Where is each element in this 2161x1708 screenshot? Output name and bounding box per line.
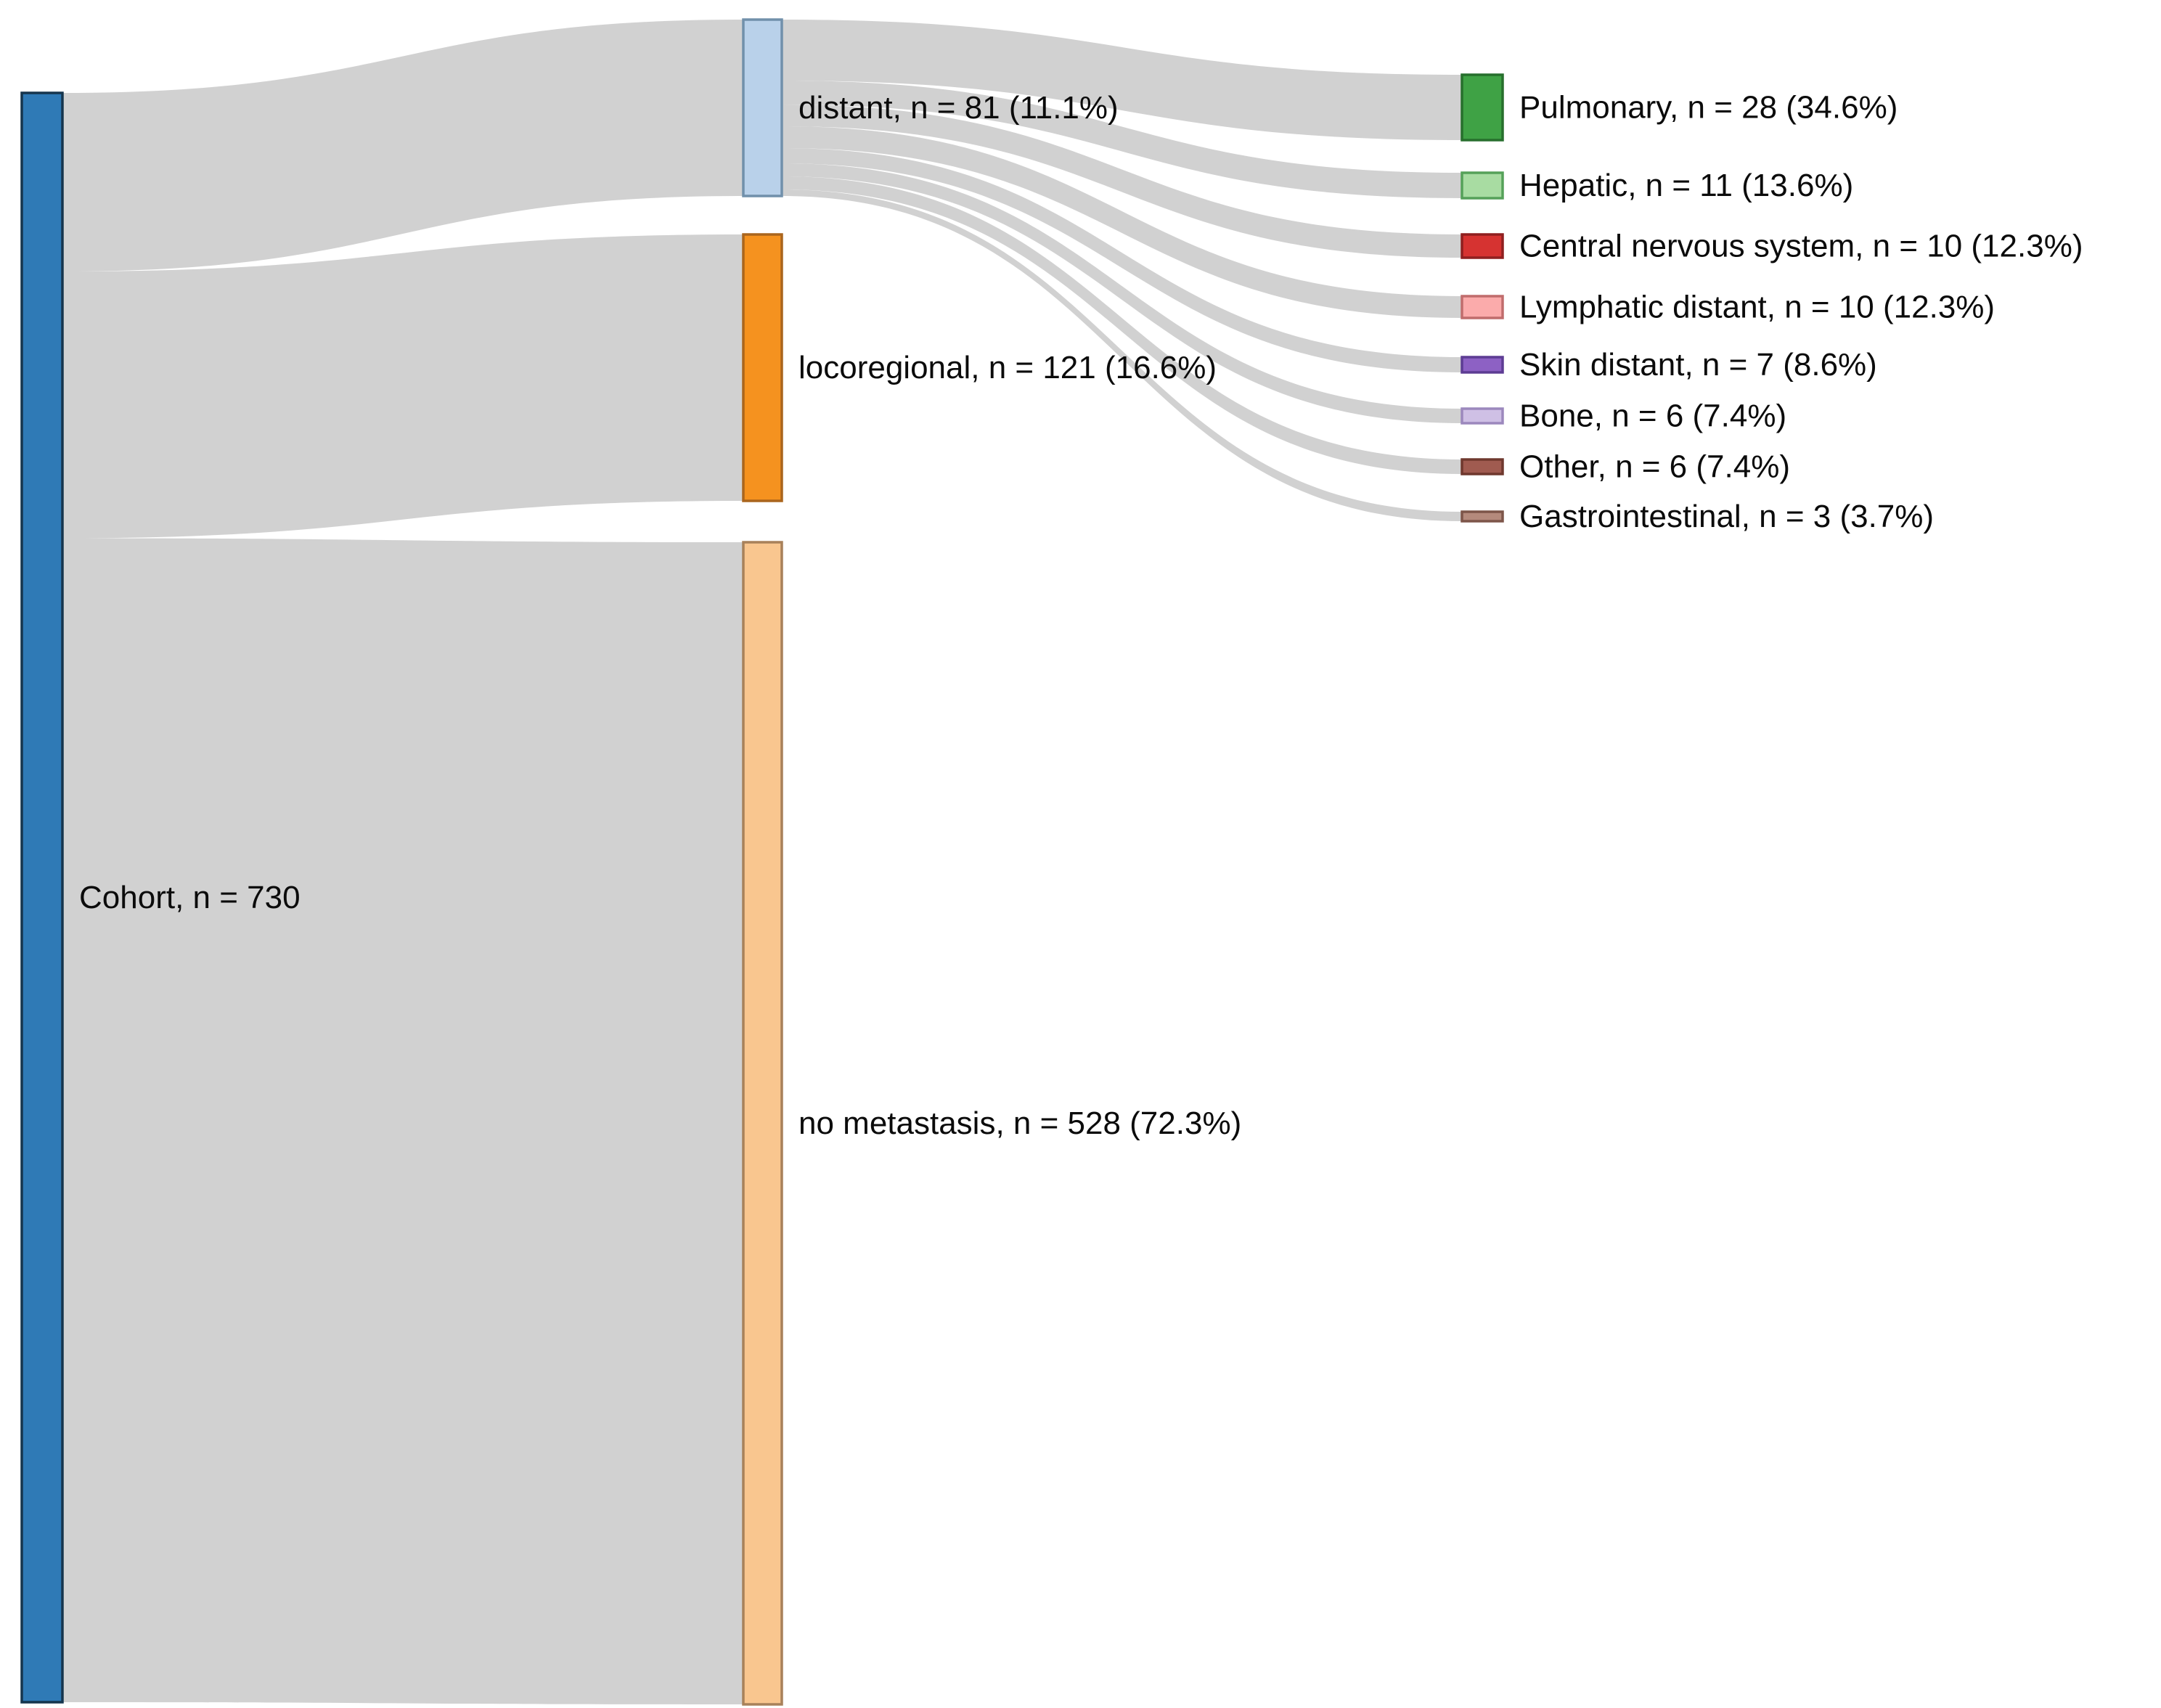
node-distant bbox=[742, 18, 783, 197]
node-no_metastasis bbox=[742, 541, 783, 1706]
node-label-cohort: Cohort, n = 730 bbox=[79, 880, 301, 915]
node-locoregional bbox=[742, 233, 783, 502]
node-other bbox=[1461, 458, 1504, 475]
node-skin_distant bbox=[1461, 356, 1504, 374]
node-label-distant: distant, n = 81 (11.1%) bbox=[798, 90, 1119, 126]
node-cohort bbox=[20, 91, 64, 1704]
node-label-skin_distant: Skin distant, n = 7 (8.6%) bbox=[1519, 347, 1877, 383]
node-label-gastrointestinal: Gastrointestinal, n = 3 (3.7%) bbox=[1519, 499, 1934, 534]
sankey-labels: Cohort, n = 730 distant, n = 81 (11.1%) lo… bbox=[79, 90, 2083, 1142]
flow-distant-to-skin_distant bbox=[782, 148, 1462, 372]
node-label-bone: Bone, n = 6 (7.4%) bbox=[1519, 399, 1786, 434]
flow-cohort-to-distant bbox=[62, 20, 743, 271]
flow-cohort-to-locoregional bbox=[62, 234, 743, 539]
flow-distant-to-pulmonary bbox=[782, 20, 1462, 140]
sankey-nodes bbox=[20, 18, 1504, 1706]
flow-distant-to-cns bbox=[782, 105, 1462, 258]
node-bone bbox=[1461, 407, 1504, 425]
node-gastrointestinal bbox=[1461, 510, 1504, 523]
flow-distant-to-lymphatic_distant bbox=[782, 126, 1462, 318]
node-label-no_metastasis: no metastasis, n = 528 (72.3%) bbox=[798, 1106, 1241, 1141]
sankey-links bbox=[62, 20, 1462, 1705]
flow-distant-to-other bbox=[782, 176, 1462, 474]
flow-distant-to-hepatic bbox=[782, 81, 1462, 198]
flow-distant-to-gastrointestinal bbox=[782, 189, 1462, 521]
flow-cohort-to-no_metastasis bbox=[62, 538, 743, 1705]
node-pulmonary bbox=[1461, 73, 1504, 142]
flow-distant-to-bone bbox=[782, 163, 1462, 423]
node-label-hepatic: Hepatic, n = 11 (13.6%) bbox=[1519, 168, 1853, 203]
node-label-locoregional: locoregional, n = 121 (16.6%) bbox=[798, 350, 1217, 385]
node-cns bbox=[1461, 233, 1504, 259]
node-label-pulmonary: Pulmonary, n = 28 (34.6%) bbox=[1519, 90, 1897, 126]
node-label-other: Other, n = 6 (7.4%) bbox=[1519, 449, 1790, 485]
node-lymphatic_distant bbox=[1461, 295, 1504, 319]
node-hepatic bbox=[1461, 171, 1504, 200]
node-label-cns: Central nervous system, n = 10 (12.3%) bbox=[1519, 229, 2083, 264]
node-label-lymphatic_distant: Lymphatic distant, n = 10 (12.3%) bbox=[1519, 290, 1995, 325]
